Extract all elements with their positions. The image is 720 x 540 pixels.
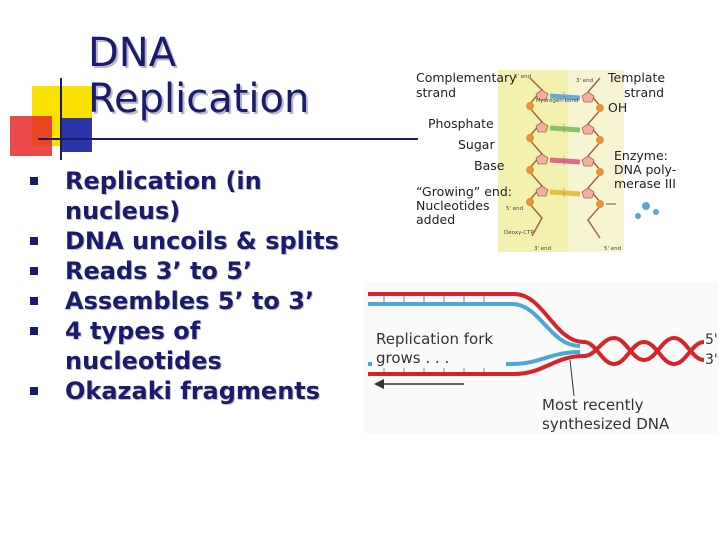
deoxy-ctp-label: Deoxy-CTP xyxy=(504,230,534,236)
left-arrow-icon xyxy=(374,379,464,389)
red-square-decoration xyxy=(10,116,52,156)
fork-label-background xyxy=(372,324,506,368)
enzyme-label: Enzyme:DNA poly-merase III xyxy=(614,148,676,191)
upper-new-strand xyxy=(368,302,581,348)
square-bullet-icon xyxy=(30,387,38,395)
bullet-item: Reads 3’ to 5’ xyxy=(30,256,360,286)
sugar-pentagons xyxy=(535,89,595,199)
base-pairs xyxy=(549,93,581,197)
bullet-item: Replication (in nucleus) xyxy=(30,166,360,226)
phosphate-label: Phosphate xyxy=(428,116,494,131)
square-bullet-icon xyxy=(30,297,38,305)
five-prime-label: 5' xyxy=(705,332,718,348)
phosphate-dots xyxy=(526,102,604,208)
oh-label: OH xyxy=(608,100,627,115)
five-end-mid-label: 5' end xyxy=(506,206,523,212)
horizontal-rule xyxy=(38,138,418,140)
five-end-top-label: 5' end xyxy=(514,74,531,80)
hydrogen-bond-label: Hydrogen bond xyxy=(536,98,578,104)
bullet-item: Assembles 5’ to 3’ xyxy=(30,286,360,316)
square-bullet-icon xyxy=(30,327,38,335)
three-prime-label: 3' xyxy=(705,352,718,368)
bullet-list: Replication (in nucleus) DNA uncoils & s… xyxy=(30,166,360,406)
lower-parental-strand xyxy=(368,354,585,376)
vertical-rule xyxy=(60,78,62,160)
three-end-top-label: 3' end xyxy=(576,78,593,84)
slide-title: DNA Replication xyxy=(88,30,309,122)
square-bullet-icon xyxy=(30,237,38,245)
lower-new-strand xyxy=(368,350,581,366)
upper-parental-strand xyxy=(368,292,585,344)
square-bullet-icon xyxy=(30,267,38,275)
sugar-label: Sugar xyxy=(458,137,495,152)
enzyme-molecule xyxy=(635,202,659,219)
three-end-bottom-label: 3' end xyxy=(534,246,551,252)
bullet-item: DNA uncoils & splits xyxy=(30,226,360,256)
base-label: Base xyxy=(474,158,505,173)
five-end-bottom-label: 5' end xyxy=(604,246,621,252)
title-line-1: DNA xyxy=(88,30,177,76)
blue-square-decoration xyxy=(62,118,92,152)
recent-dna-pointer xyxy=(569,359,575,397)
bullet-item: Okazaki fragments xyxy=(30,376,360,406)
bullet-item: 4 types of nucleotides xyxy=(30,316,360,376)
double-helix xyxy=(583,335,705,367)
title-line-2: Replication xyxy=(88,76,310,122)
square-bullet-icon xyxy=(30,177,38,185)
